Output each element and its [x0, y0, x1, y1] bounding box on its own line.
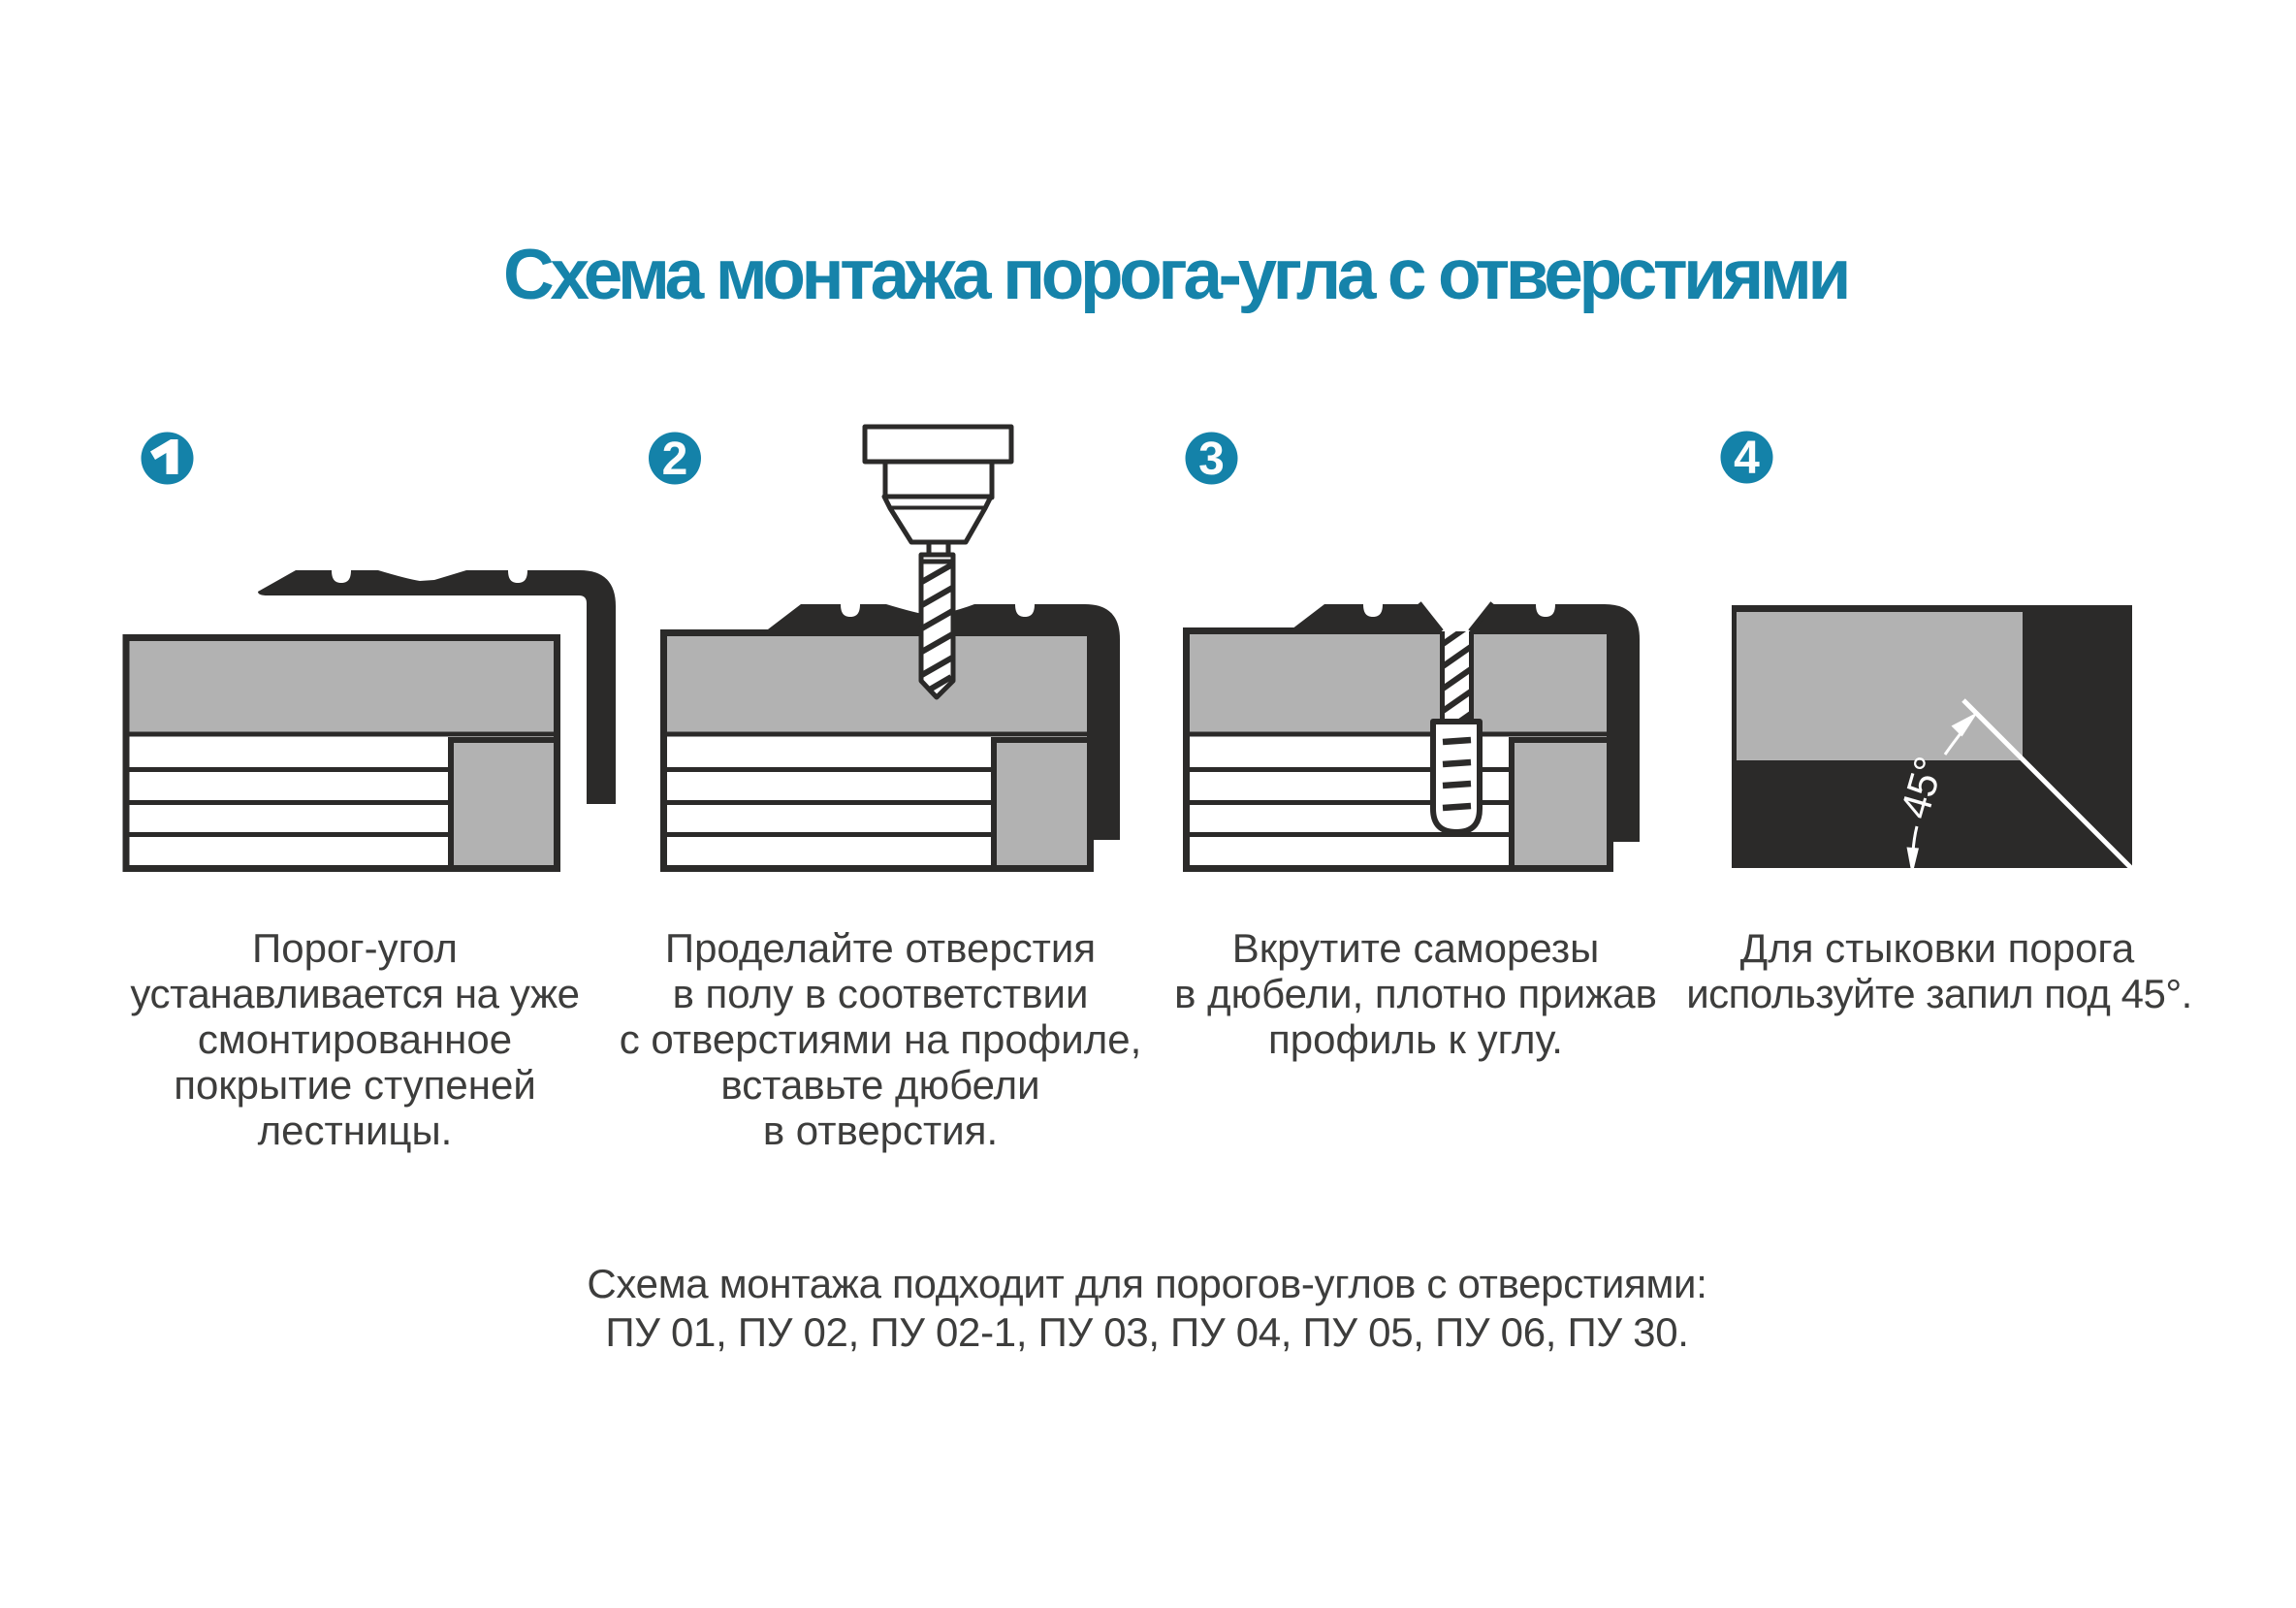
svg-text:вставьте дюбели: вставьте дюбели — [720, 1062, 1039, 1108]
svg-text:в отверстия.: в отверстия. — [763, 1108, 998, 1153]
svg-text:Вкрутите саморезы: Вкрутите саморезы — [1232, 925, 1600, 971]
svg-text:ПУ 01, ПУ 02, ПУ 02-1, ПУ 03,: ПУ 01, ПУ 02, ПУ 02-1, ПУ 03, ПУ 04, ПУ … — [605, 1309, 1688, 1355]
svg-text:используйте запил под 45°.: используйте запил под 45°. — [1686, 971, 2192, 1016]
svg-text:2: 2 — [662, 434, 688, 485]
svg-text:лестницы.: лестницы. — [258, 1108, 453, 1153]
svg-text:Схема монтажа подходит для пор: Схема монтажа подходит для порогов-углов… — [587, 1261, 1706, 1306]
svg-text:покрытие ступеней: покрытие ступеней — [174, 1062, 536, 1108]
svg-text:с отверстиями на профиле,: с отверстиями на профиле, — [620, 1016, 1142, 1062]
svg-text:3: 3 — [1198, 434, 1225, 485]
svg-text:Схема монтажа порога-угла с от: Схема монтажа порога-угла с отверстиями — [503, 236, 1847, 314]
svg-text:профиль к углу.: профиль к углу. — [1268, 1016, 1563, 1062]
svg-text:Проделайте отверстия: Проделайте отверстия — [665, 925, 1096, 971]
svg-text:устанавливается на уже: устанавливается на уже — [130, 971, 579, 1016]
svg-text:Порог-угол: Порог-угол — [252, 925, 458, 971]
svg-text:в дюбели, плотно прижав: в дюбели, плотно прижав — [1174, 971, 1657, 1016]
svg-text:смонтированное: смонтированное — [198, 1016, 512, 1062]
svg-text:в полу в соответствии: в полу в соответствии — [673, 971, 1089, 1016]
svg-text:4: 4 — [1734, 433, 1760, 484]
svg-text:Для стыковки порога: Для стыковки порога — [1740, 925, 2135, 971]
